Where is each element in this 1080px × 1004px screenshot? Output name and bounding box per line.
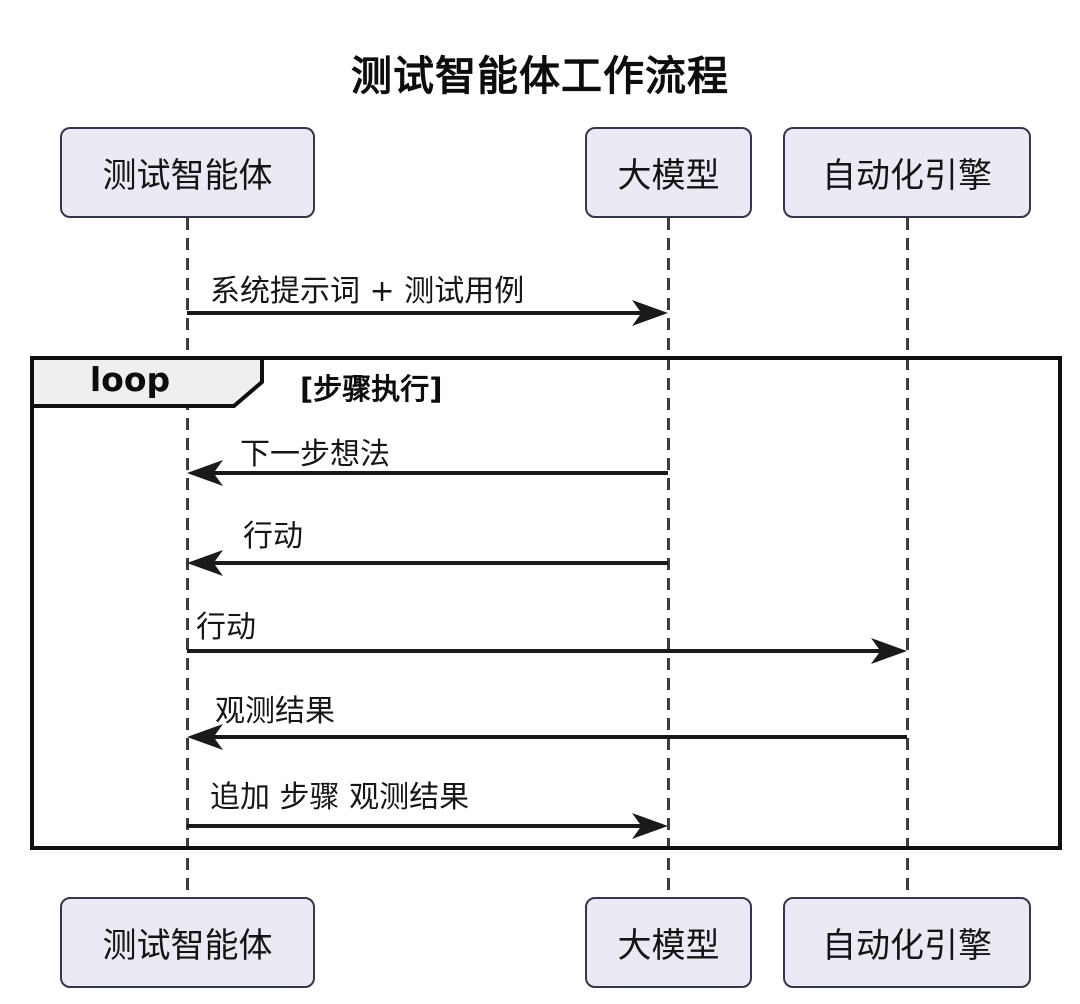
participant-label: 大模型 [617, 156, 720, 196]
participant-label: 自动化引擎 [822, 926, 992, 966]
message-4-arrow-line [187, 649, 899, 653]
participant-label: 大模型 [617, 926, 720, 966]
loop-frame [30, 356, 1062, 850]
participant-box-top-llm: 大模型 [585, 127, 752, 218]
message-1-label: 系统提示词 + 测试用例 [210, 274, 525, 309]
message-1-arrow-line [187, 311, 661, 315]
message-2-label: 下一步想法 [240, 437, 390, 472]
diagram-title: 测试智能体工作流程 [351, 52, 729, 100]
participant-box-top-automation-engine: 自动化引擎 [783, 127, 1031, 218]
participant-box-bottom-automation-engine: 自动化引擎 [783, 897, 1031, 988]
loop-operator-pentagon-icon [30, 356, 264, 408]
participant-box-top-test-agent: 测试智能体 [60, 127, 315, 218]
message-5-arrow-line [196, 735, 907, 739]
participant-label: 自动化引擎 [822, 156, 992, 196]
message-2-arrow-line [196, 471, 668, 475]
loop-operator-label: loop [89, 360, 171, 399]
message-5-label: 观测结果 [215, 694, 335, 729]
message-3-arrow-line [196, 561, 668, 565]
message-6-arrow-line [187, 824, 661, 828]
lifeline-test-agent [186, 218, 189, 897]
lifeline-automation-engine [906, 218, 909, 897]
loop-condition-label: [步骤执行] [300, 372, 443, 406]
message-6-label: 追加 步骤 观测结果 [210, 780, 470, 815]
participant-label: 测试智能体 [102, 156, 273, 196]
message-4-label: 行动 [196, 610, 256, 645]
participant-box-bottom-llm: 大模型 [585, 897, 752, 988]
message-3-label: 行动 [243, 519, 303, 554]
participant-box-bottom-test-agent: 测试智能体 [60, 897, 315, 988]
lifeline-llm [667, 218, 670, 897]
participant-label: 测试智能体 [102, 926, 273, 966]
